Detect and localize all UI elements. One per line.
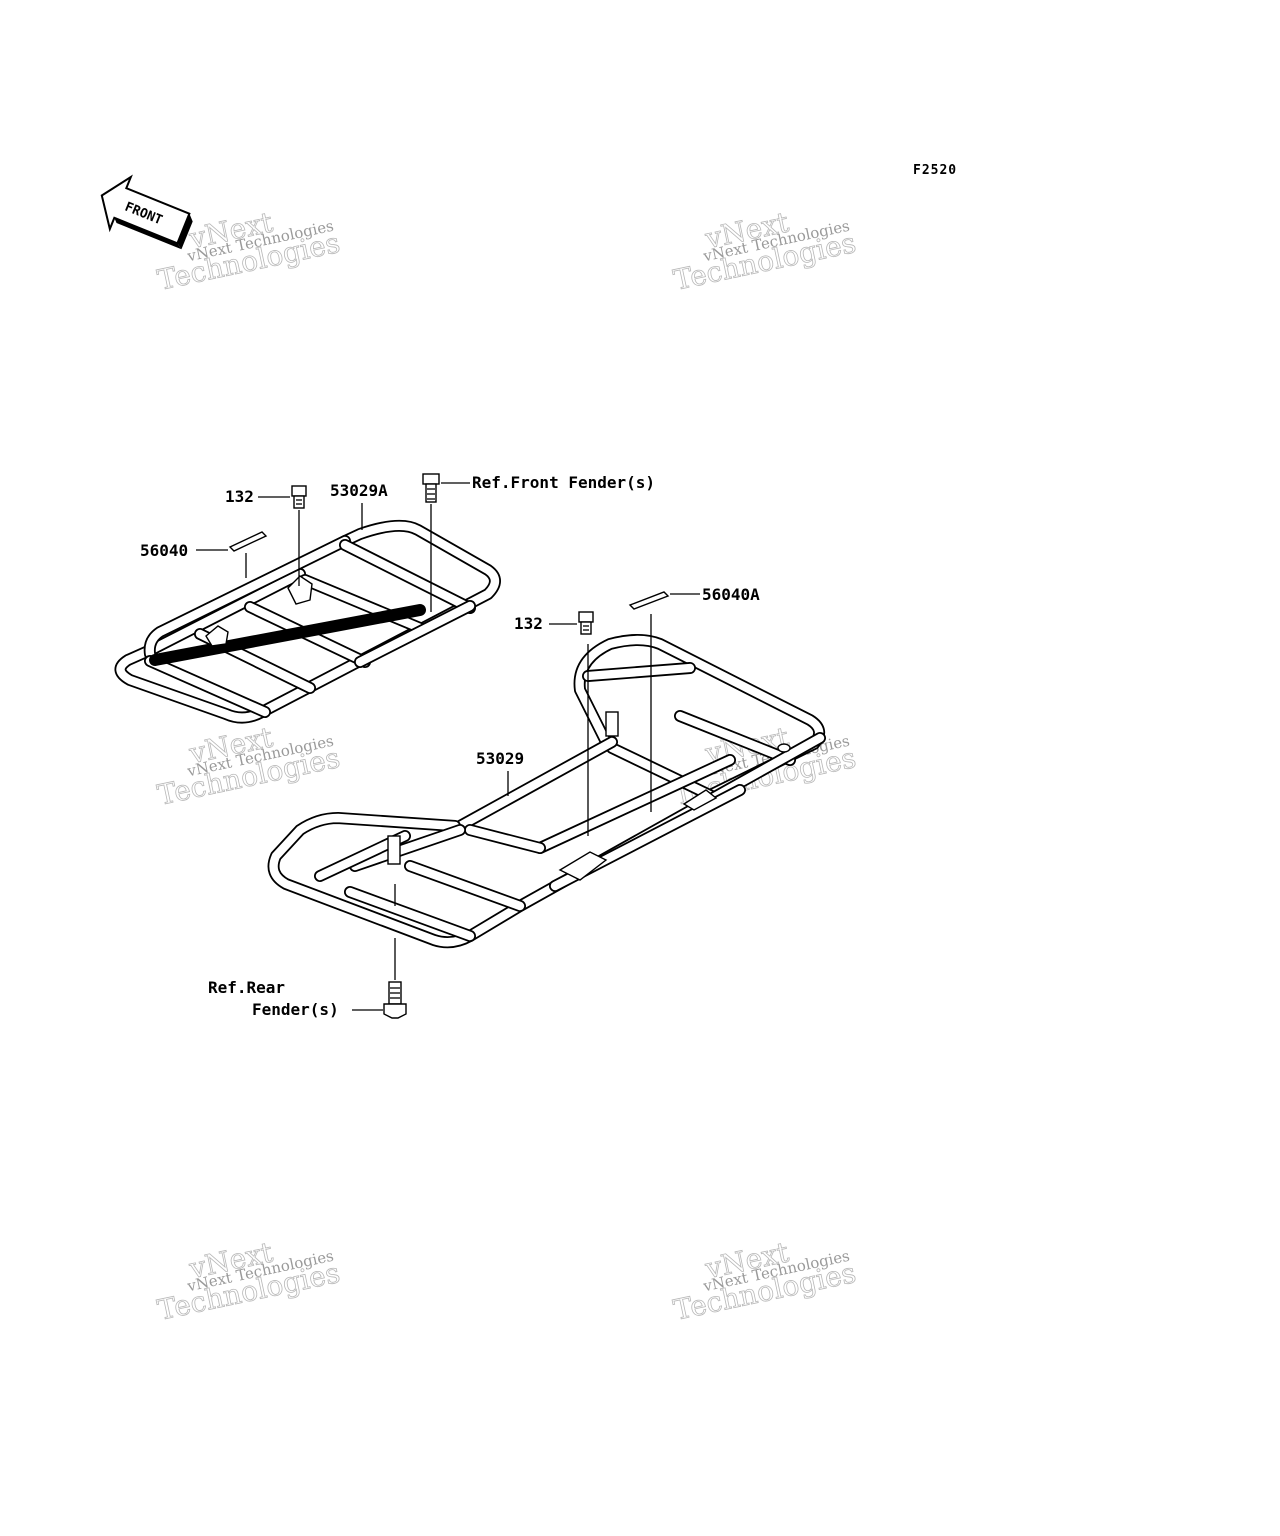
callout-ref-rear-line1: Ref.Rear	[208, 978, 285, 997]
rear-rack	[267, 634, 826, 949]
callout-53029: 53029	[476, 749, 524, 768]
watermark-top-right: Technologies vNext vNext Technologies	[670, 205, 859, 297]
bolt-rear-rack-icon	[578, 611, 594, 635]
callout-ref-rear-line2: Fender(s)	[252, 1000, 339, 1019]
label-56040A-icon	[628, 591, 670, 610]
front-arrow-icon: FRONT	[100, 174, 193, 250]
callout-ref-front-fender: Ref.Front Fender(s)	[472, 473, 655, 492]
bolt-rear-fender-icon	[383, 981, 407, 1019]
watermark-bottom-right: Technologies vNext vNext Technologies	[670, 1235, 859, 1327]
callout-53029A: 53029A	[330, 481, 388, 500]
watermark-bottom-left: Technologies vNext vNext Technologies	[154, 1235, 343, 1327]
callout-56040: 56040	[140, 541, 188, 560]
callout-132-rear: 132	[514, 614, 543, 633]
bolt-front-fender-icon	[422, 473, 440, 503]
callout-132-front: 132	[225, 487, 254, 506]
front-rack	[114, 519, 501, 724]
svg-text:vNext: vNext	[702, 205, 793, 255]
callout-56040A: 56040A	[702, 585, 760, 604]
label-56040-icon	[228, 531, 268, 552]
figure-code: F2520	[913, 163, 957, 178]
bolt-front-rack-icon	[291, 485, 307, 509]
